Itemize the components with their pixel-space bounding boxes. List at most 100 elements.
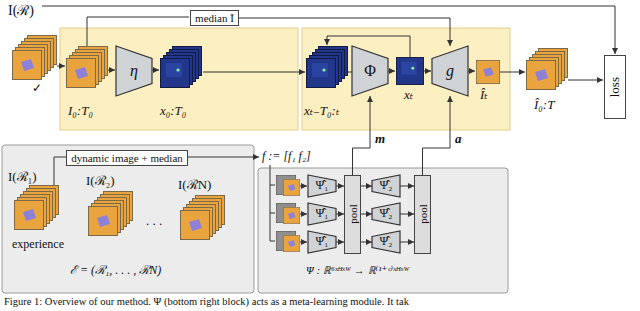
stage-region bbox=[302, 28, 510, 130]
encoder-block: Ψ̂₁ bbox=[308, 203, 336, 225]
map-stack bbox=[307, 47, 348, 88]
flow-arrow bbox=[203, 72, 305, 73]
connector bbox=[400, 214, 414, 215]
flow-arrow bbox=[42, 6, 615, 54]
encoder-block: Ψ̂₁ bbox=[308, 231, 336, 253]
frame-stack bbox=[13, 36, 57, 80]
flow-arrow bbox=[152, 70, 159, 71]
text-label: experience bbox=[12, 238, 64, 251]
connector bbox=[336, 214, 344, 215]
frame-stack bbox=[67, 47, 108, 88]
panel bbox=[2, 145, 254, 293]
block-outline bbox=[116, 46, 152, 96]
variable-label: I(ℛ₂) bbox=[86, 174, 115, 188]
node-label: Ψ̂₂ bbox=[379, 207, 392, 220]
block-outline bbox=[372, 175, 400, 197]
image-pair bbox=[276, 175, 299, 251]
median-image bbox=[283, 235, 299, 251]
frame-stack bbox=[527, 49, 568, 90]
connector bbox=[361, 214, 372, 215]
variable-label: I(ℛ) bbox=[8, 3, 34, 18]
frame-stack bbox=[15, 186, 59, 230]
variable-label: Î₀:T bbox=[534, 98, 554, 112]
frame bbox=[476, 60, 499, 83]
loss-box: loss bbox=[604, 55, 626, 119]
node-label: Ψ̂₁ bbox=[315, 179, 328, 192]
flow-arrow bbox=[108, 70, 115, 71]
frame-stack bbox=[181, 196, 225, 240]
flow-lines bbox=[42, 6, 615, 242]
median-box: median Ī bbox=[190, 10, 239, 26]
block-outline bbox=[352, 46, 388, 96]
variable-label: Îₜ bbox=[480, 88, 488, 102]
connector bbox=[336, 242, 344, 243]
node-label: Φ bbox=[364, 62, 376, 80]
flow-arrow bbox=[300, 242, 307, 243]
flow-arrow bbox=[568, 80, 603, 81]
variable-label: ℰ = (ℛ₁, . . . , ℛN) bbox=[70, 264, 161, 277]
node-label: dynamic image + median bbox=[71, 152, 183, 164]
flow-line bbox=[348, 72, 352, 73]
frame bbox=[67, 59, 96, 88]
variable-label: I(ℛN) bbox=[178, 178, 211, 192]
encoder-block: Φ bbox=[352, 46, 388, 96]
decoder-block: Ψ̂₂ bbox=[372, 175, 400, 197]
flow-arrow bbox=[300, 214, 307, 215]
connector bbox=[361, 186, 372, 187]
edge-label: a bbox=[454, 132, 463, 146]
frame bbox=[15, 201, 44, 230]
formula-label: Ψ : ℝ⁶ˣᴴˣᵂ → ℝ⁽¹⁺ᶜ⁾ˣᴴˣᵂ bbox=[306, 264, 409, 276]
block-outline bbox=[308, 175, 336, 197]
check-mark: ✓ bbox=[32, 82, 42, 95]
encoder-block: η bbox=[116, 46, 152, 96]
frame bbox=[527, 61, 556, 90]
edge-label: m bbox=[374, 132, 386, 146]
node-label: g bbox=[446, 62, 454, 80]
ellipsis: . . . bbox=[146, 214, 162, 228]
median-line bbox=[87, 17, 189, 46]
block-outline bbox=[308, 203, 336, 225]
node-label: loss bbox=[608, 77, 622, 97]
variable-label: I₀:T₀ bbox=[68, 104, 93, 118]
connector bbox=[353, 96, 371, 175]
connector bbox=[400, 242, 414, 243]
flow-arrow bbox=[57, 66, 65, 67]
variable-label: I(ℛ₁) bbox=[8, 170, 37, 184]
node-label: pool bbox=[346, 205, 358, 225]
node-label: Ψ̂₁ bbox=[315, 235, 328, 248]
block-outline bbox=[308, 231, 336, 253]
node-label: η bbox=[130, 62, 138, 80]
node-label: Ψ̂₁ bbox=[315, 207, 328, 220]
operation-box: dynamic image + median bbox=[66, 150, 188, 166]
connector bbox=[423, 96, 451, 175]
frame bbox=[89, 207, 118, 236]
map bbox=[307, 59, 336, 88]
decoder-block: g bbox=[432, 46, 468, 96]
variable-label: x₀:T₀ bbox=[160, 104, 186, 118]
pool-block: pool bbox=[344, 175, 361, 254]
frame bbox=[13, 51, 42, 80]
stage-region bbox=[60, 28, 298, 130]
branch-line bbox=[270, 165, 275, 241]
connector bbox=[400, 186, 414, 187]
flow-arrow bbox=[468, 71, 475, 72]
decoder-block: Ψ̂₂ bbox=[372, 231, 400, 253]
flow-arrow bbox=[388, 71, 395, 72]
block-outline bbox=[432, 46, 468, 96]
variable-label: xₜ bbox=[404, 88, 413, 102]
map bbox=[161, 59, 190, 88]
variable-label: f := [f₁ f₂] bbox=[262, 150, 311, 163]
connector bbox=[336, 186, 344, 187]
flow-arrow bbox=[424, 71, 431, 72]
map-stack bbox=[161, 47, 202, 88]
median-image bbox=[283, 207, 299, 223]
node-label: median Ī bbox=[195, 12, 234, 24]
median-image bbox=[283, 179, 299, 195]
node-label: Ψ̂₂ bbox=[379, 235, 392, 248]
connector bbox=[239, 18, 450, 46]
figure-caption: Figure 1: Overview of our method. Ψ (bot… bbox=[4, 296, 409, 308]
block-outline bbox=[372, 203, 400, 225]
panel bbox=[258, 168, 508, 293]
map bbox=[396, 57, 423, 84]
variable-label: xₜ₋T₀:ₜ bbox=[304, 104, 339, 118]
